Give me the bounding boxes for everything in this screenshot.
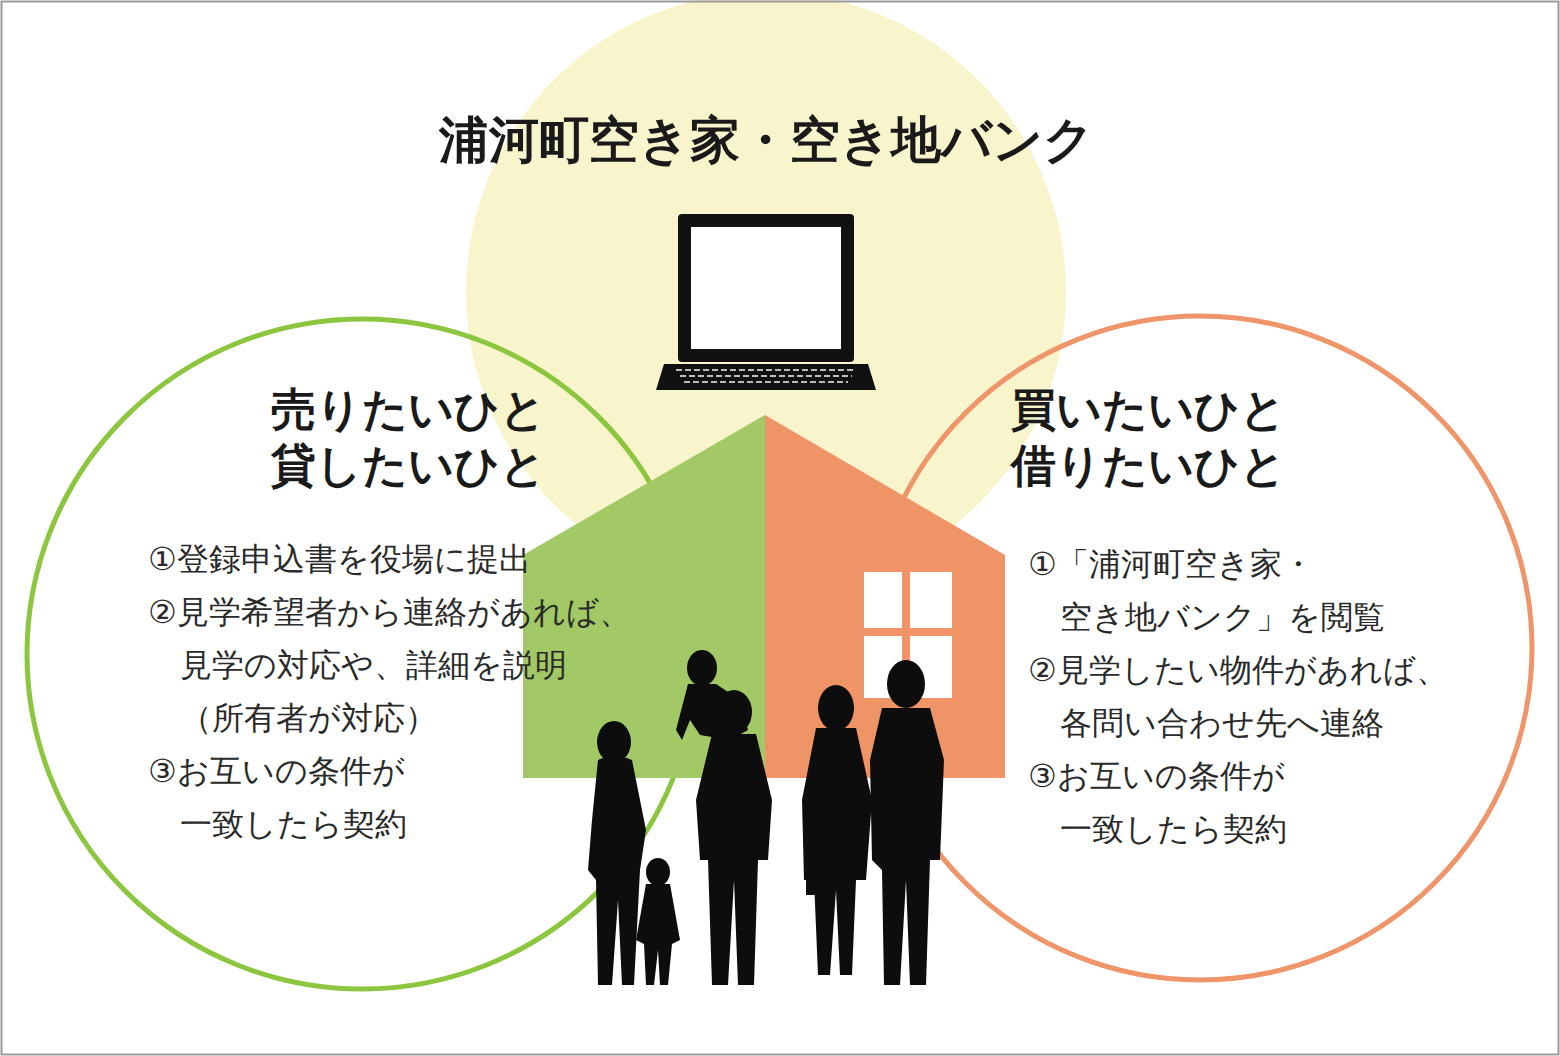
step-text: ②見学したい物件があれば、 各問い合わせ先へ連絡 xyxy=(1028,644,1448,750)
group-circle: 買いたいひと 借りたいひと ①「浦河町空き家・ 空き地バンク」を閲覧②見学したい物… xyxy=(863,311,1537,985)
step-text: ①登録申込書を役場に提出 xyxy=(148,533,531,586)
family-silhouette xyxy=(588,650,944,985)
group-heading: 売りたいひと 貸したいひと xyxy=(271,382,546,494)
group-heading: 買いたいひと 借りたいひと xyxy=(1011,382,1286,494)
step-text: ③お互いの条件が 一致したら契約 xyxy=(148,745,407,851)
step-text: ③お互いの条件が 一致したら契約 xyxy=(1028,750,1287,856)
step-text: ①「浦河町空き家・ 空き地バンク」を閲覧 xyxy=(1028,538,1385,644)
circle-outline xyxy=(868,316,1532,980)
diagram-title: 浦河町空き家・空き地バンク xyxy=(439,107,1094,174)
laptop-icon xyxy=(656,214,876,390)
group-circle: 売りたいひと 貸したいひと ①登録申込書を役場に提出②見学希望者から連絡があれば、… xyxy=(22,314,702,994)
step-text: ②見学希望者から連絡があれば、 見学の対応や、詳細を説明 （所有者が対応） xyxy=(148,586,631,745)
circle-outline xyxy=(27,319,697,989)
